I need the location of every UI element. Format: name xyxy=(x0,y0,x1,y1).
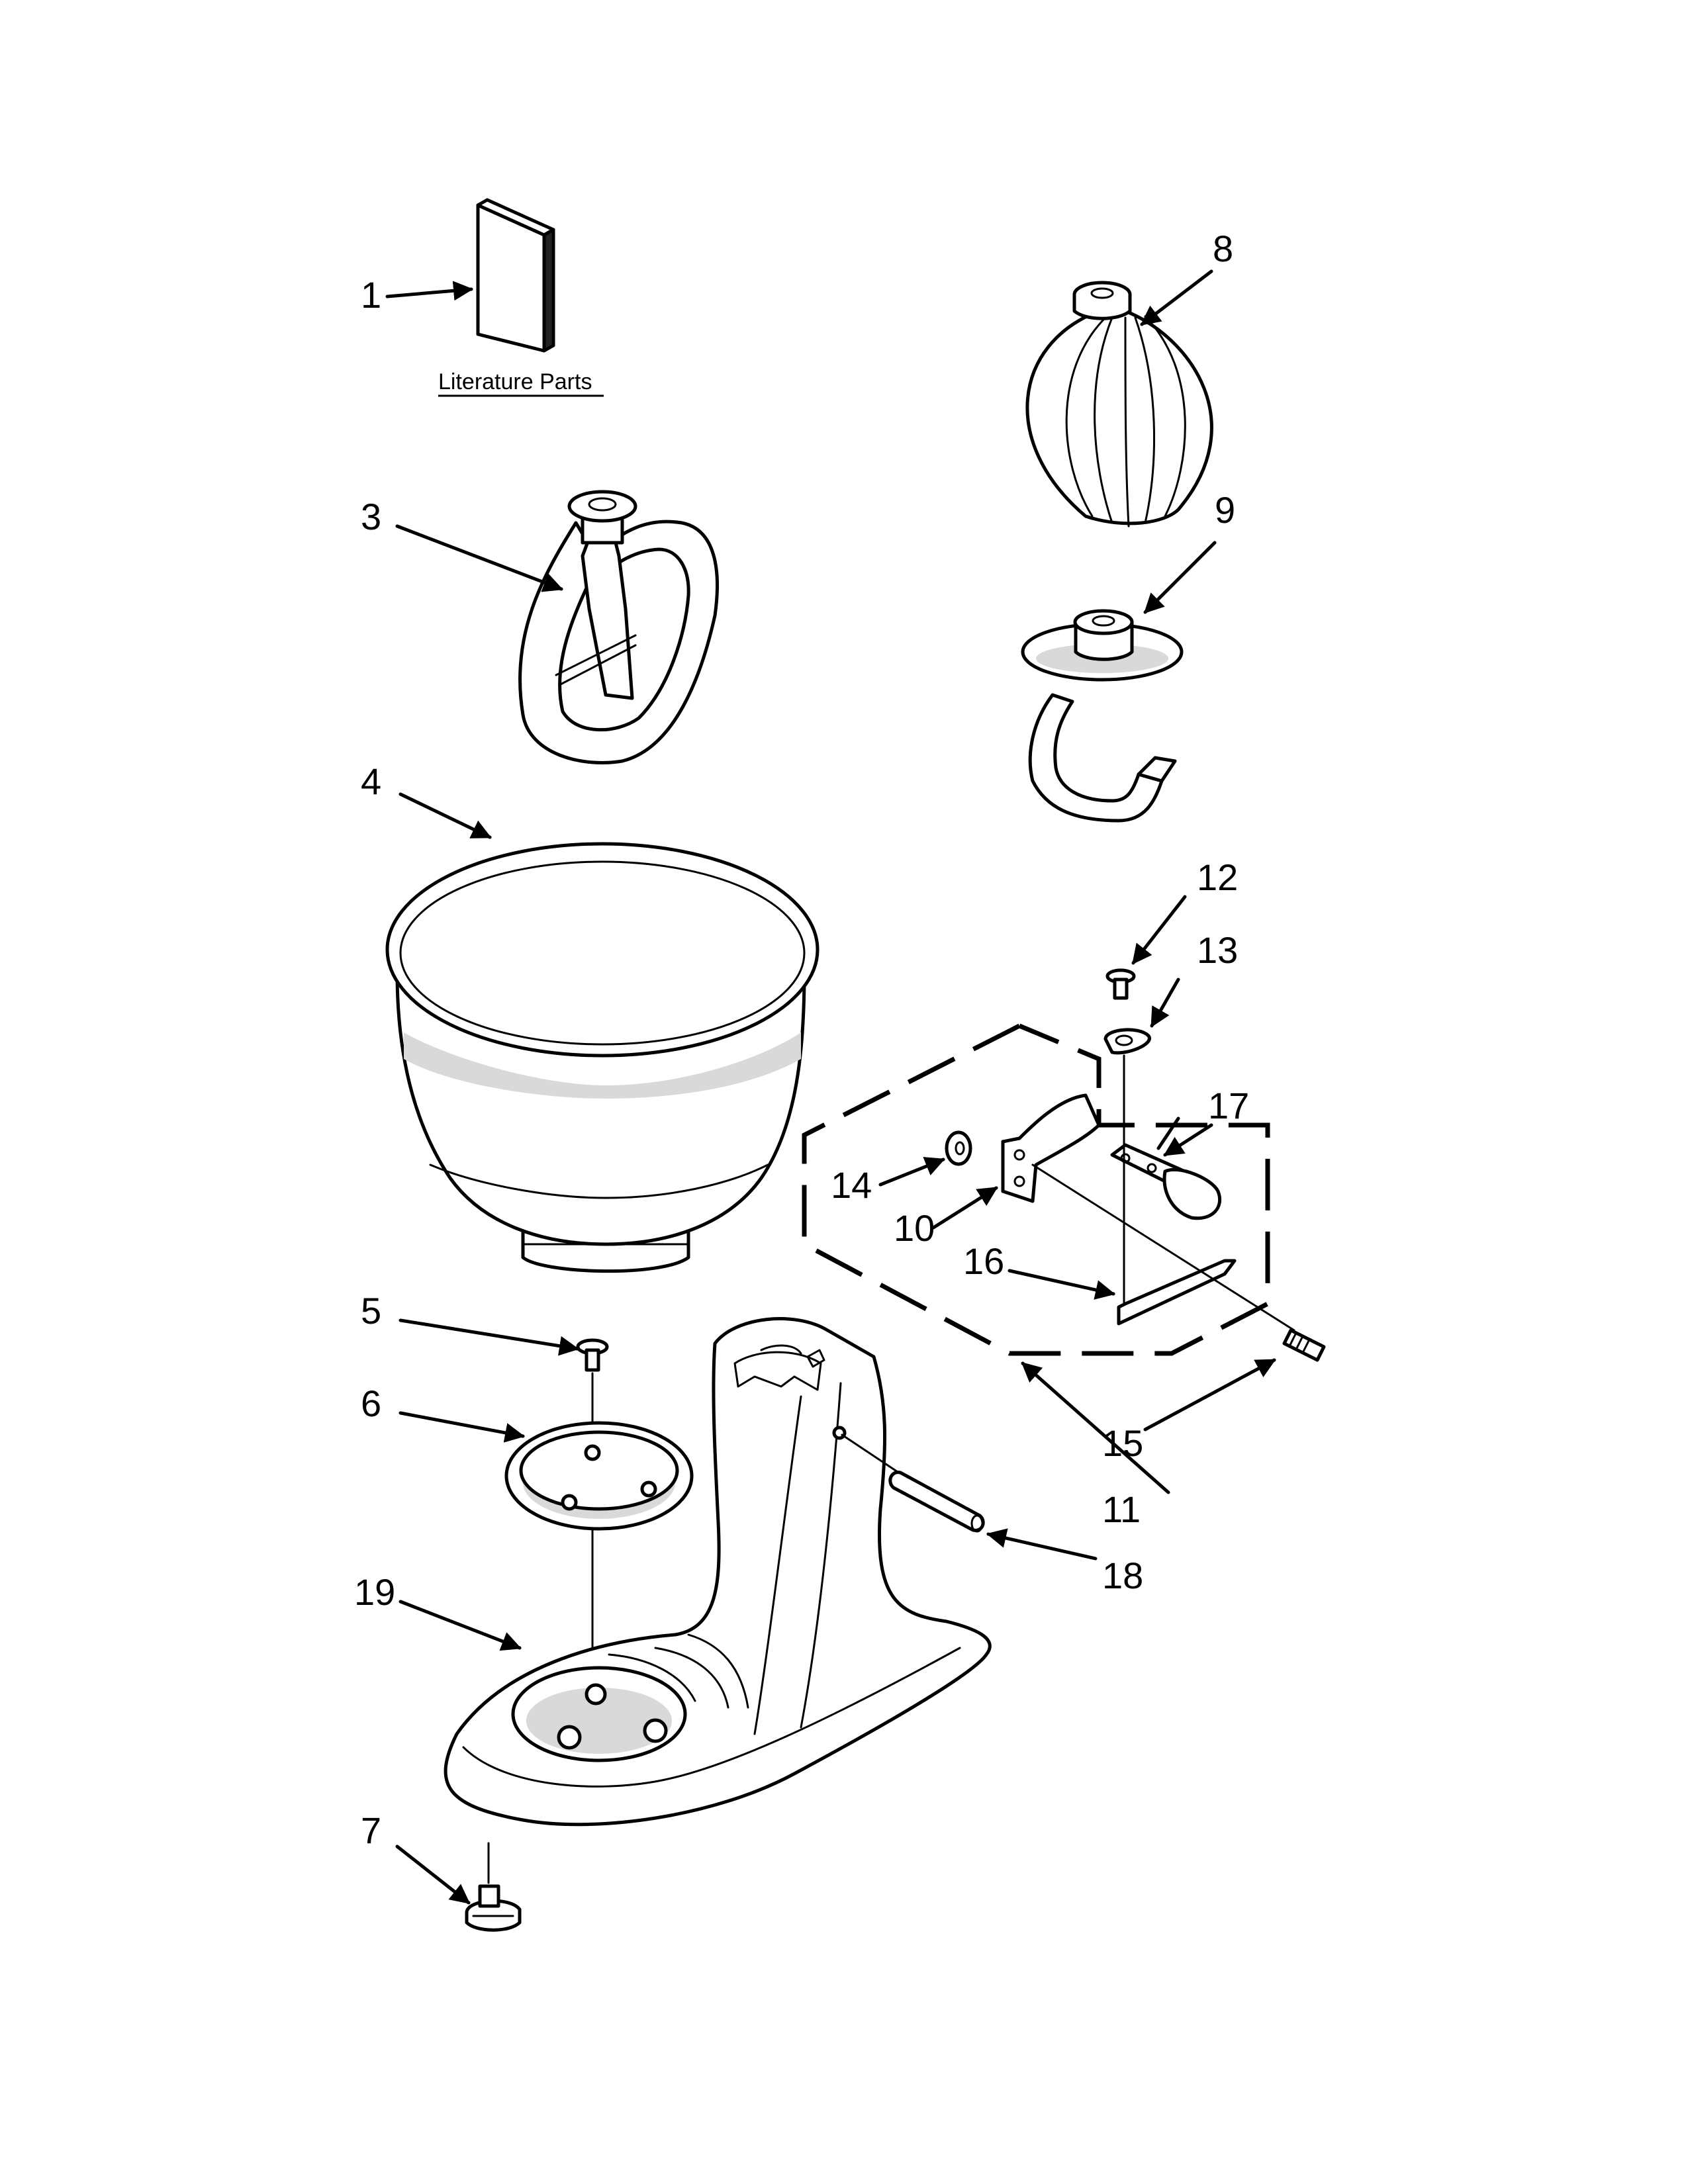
pin-guide xyxy=(1031,1163,1295,1332)
lever-part-17 xyxy=(1110,1143,1222,1220)
leader-line-1 xyxy=(385,281,473,301)
leader-line-19 xyxy=(399,1600,522,1651)
leader-line-3 xyxy=(395,524,563,592)
screw-part-5 xyxy=(576,1338,609,1372)
leader-line-14 xyxy=(878,1157,945,1187)
screw-part-12 xyxy=(1105,968,1136,1000)
callout-8: 8 xyxy=(1213,228,1233,269)
pin-part-15 xyxy=(1282,1328,1326,1362)
mounting-plate-part-6 xyxy=(504,1421,694,1531)
washer-part-14 xyxy=(945,1130,972,1166)
leader-line-7 xyxy=(395,1844,471,1905)
callout-3: 3 xyxy=(361,496,381,537)
leader-line-12 xyxy=(1131,895,1187,965)
leader-line-17-connector xyxy=(1156,1116,1180,1150)
leader-line-9 xyxy=(1143,541,1217,614)
callout-7: 7 xyxy=(361,1809,381,1851)
rod-part-16 xyxy=(1117,1259,1237,1326)
callout-14: 14 xyxy=(831,1164,872,1206)
dough-hook-part xyxy=(1021,609,1184,823)
kit-outline-11 xyxy=(802,1023,1270,1356)
callout-16: 16 xyxy=(963,1240,1004,1282)
leader-line-18 xyxy=(986,1528,1098,1561)
pedestal-base-part-19 xyxy=(444,1317,992,1827)
leader-line-10 xyxy=(931,1186,998,1230)
callout-1: 1 xyxy=(361,274,381,316)
bracket-part-10 xyxy=(1001,1093,1101,1203)
literature-parts-label: Literature Parts xyxy=(438,369,592,394)
leader-line-8 xyxy=(1140,269,1213,326)
leader-line-13 xyxy=(1150,978,1180,1028)
wire-whip-part xyxy=(1025,281,1213,527)
leader-line-11 xyxy=(1021,1361,1170,1494)
foot-part-7 xyxy=(465,1884,522,1932)
callout-12: 12 xyxy=(1197,856,1238,898)
literature-booklet-part xyxy=(476,198,555,353)
callout-10: 10 xyxy=(894,1207,935,1249)
callout-15: 15 xyxy=(1102,1422,1143,1464)
callout-17: 17 xyxy=(1208,1085,1249,1126)
callout-19: 19 xyxy=(354,1571,395,1613)
callout-13: 13 xyxy=(1197,929,1238,971)
mixing-bowl-part xyxy=(385,842,820,1273)
washer-part-13 xyxy=(1103,1028,1151,1055)
hinge-pin-part-18 xyxy=(888,1471,985,1533)
flat-beater-part xyxy=(518,490,719,764)
callout-4: 4 xyxy=(361,760,381,802)
leader-line-17 xyxy=(1163,1123,1213,1157)
leader-line-15 xyxy=(1143,1358,1276,1432)
callout-18: 18 xyxy=(1102,1555,1143,1596)
leader-line-16 xyxy=(1008,1269,1115,1300)
leader-line-4 xyxy=(399,792,492,839)
leader-line-6 xyxy=(399,1411,525,1443)
leader-line-5 xyxy=(399,1318,579,1356)
callout-5: 5 xyxy=(361,1290,381,1332)
callout-11: 11 xyxy=(1102,1488,1141,1530)
callout-9: 9 xyxy=(1215,489,1235,531)
callout-6: 6 xyxy=(361,1383,381,1424)
pin-18-guide xyxy=(841,1433,905,1477)
